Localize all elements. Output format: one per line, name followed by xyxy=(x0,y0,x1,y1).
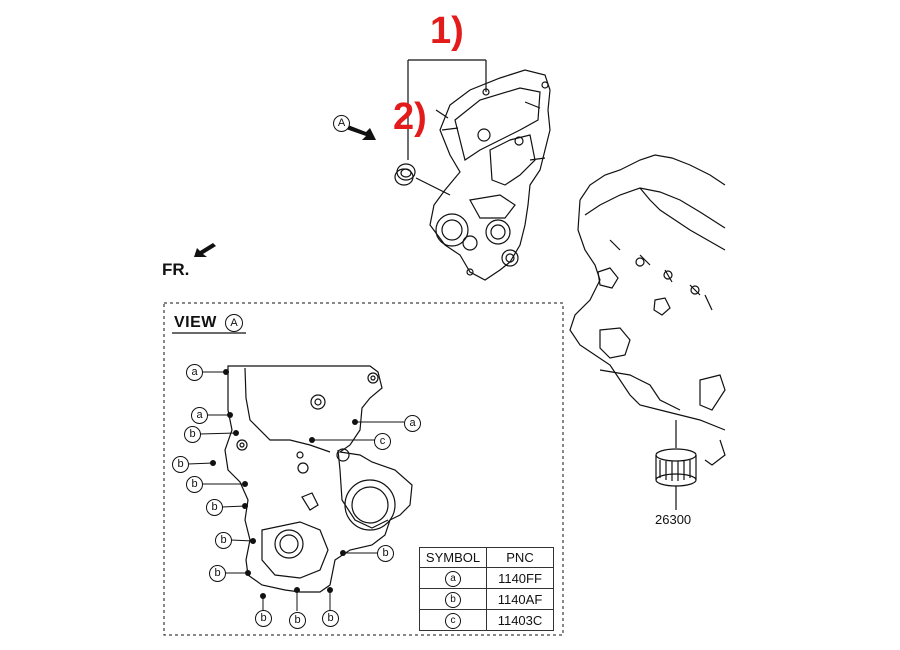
view-title-underline xyxy=(172,332,246,334)
view-arrow xyxy=(346,125,376,140)
view-a-marker: A xyxy=(333,115,350,132)
bolt-points xyxy=(210,369,358,599)
bolt-label: b xyxy=(322,610,339,627)
bolt-label: b xyxy=(255,610,272,627)
front-arrow xyxy=(194,243,216,257)
legend-symbol: b xyxy=(445,592,461,608)
legend-header-pnc: PNC xyxy=(486,547,554,568)
bolt-label: a xyxy=(404,415,421,432)
bolt-label: b xyxy=(377,545,394,562)
legend-symbol: c xyxy=(445,613,461,629)
oil-filter-part-number: 26300 xyxy=(655,512,692,527)
view-a-cover-drawing xyxy=(224,365,413,593)
engine-block-drawing xyxy=(569,154,726,466)
legend-row: a 1140FF xyxy=(419,567,554,589)
legend-pnc: 1140FF xyxy=(486,567,554,589)
callout-1-bracket xyxy=(407,59,487,160)
bolt-label: b xyxy=(206,499,223,516)
oil-seal xyxy=(394,163,451,196)
bolt-label: b xyxy=(172,456,189,473)
bolt-label: b xyxy=(186,476,203,493)
timing-cover-drawing xyxy=(429,69,551,281)
legend-header-row: SYMBOL PNC xyxy=(419,547,554,568)
bolt-label: b xyxy=(215,532,232,549)
bolt-label: a xyxy=(186,364,203,381)
callout-1: 1) xyxy=(430,10,464,52)
bolt-label: b xyxy=(184,426,201,443)
legend-row: c 11403C xyxy=(419,609,554,631)
bolt-label: b xyxy=(209,565,226,582)
oil-filter-drawing xyxy=(655,448,697,510)
legend-header-symbol: SYMBOL xyxy=(419,547,487,568)
bolt-label: c xyxy=(374,433,391,450)
callout-2: 2) xyxy=(393,96,427,138)
view-a-leaders xyxy=(187,371,404,611)
legend-row: b 1140AF xyxy=(419,588,554,610)
bolt-label: b xyxy=(289,612,306,629)
legend-symbol: a xyxy=(445,571,461,587)
view-frame xyxy=(163,302,564,636)
view-title-marker: A xyxy=(225,314,243,332)
front-label: FR. xyxy=(162,260,190,279)
bolt-label: a xyxy=(191,407,208,424)
legend-pnc: 1140AF xyxy=(486,588,554,610)
view-title: VIEW xyxy=(174,314,217,331)
symbol-legend-table: SYMBOL PNC a 1140FF b 1140AF c 11403C xyxy=(419,547,554,631)
legend-pnc: 11403C xyxy=(486,609,554,631)
